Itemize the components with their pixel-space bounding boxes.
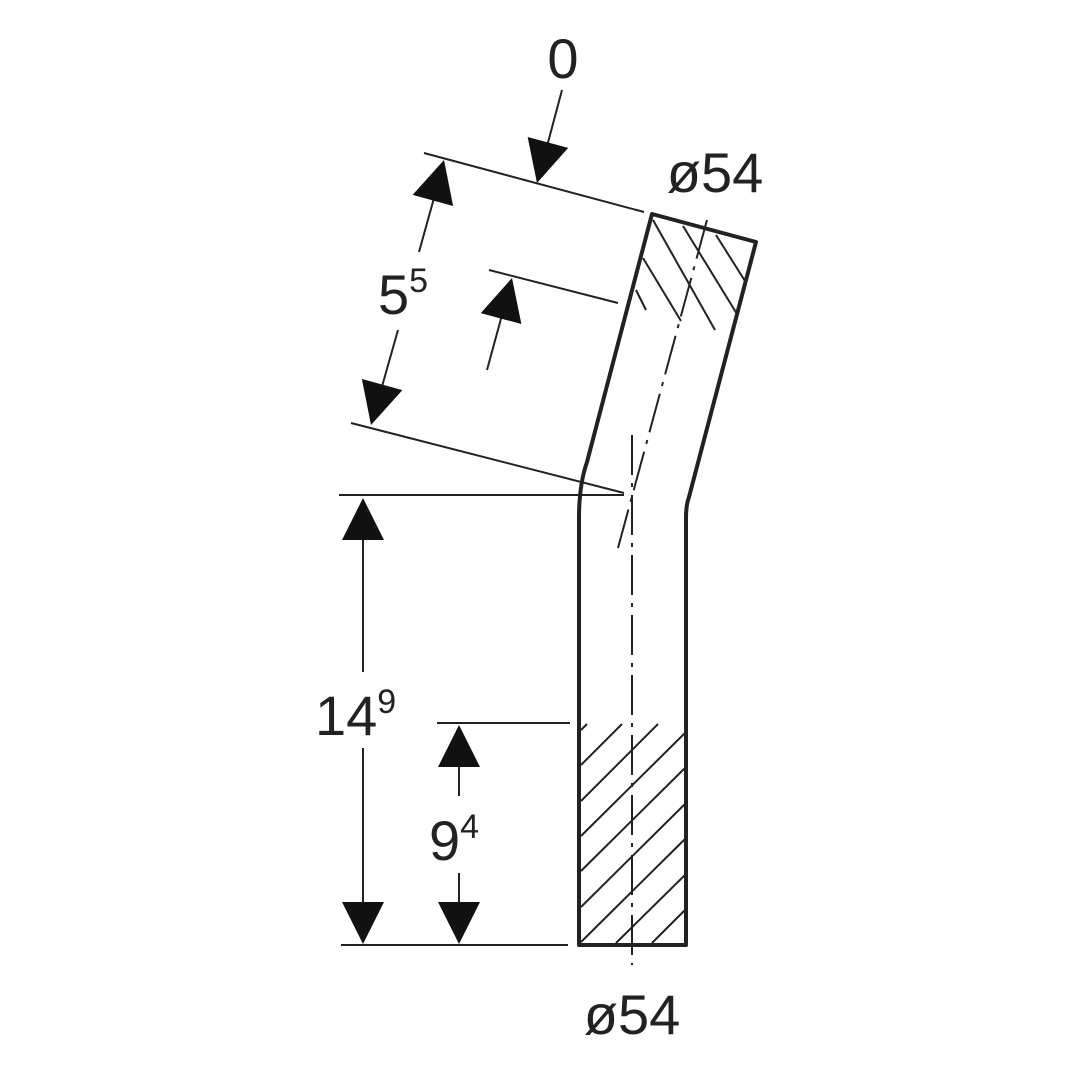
extension-lines bbox=[339, 152, 645, 946]
arrowhead-icon bbox=[361, 378, 403, 425]
diameter-bottom-label: ø54 bbox=[584, 983, 681, 1046]
dimension-5-5: 55 bbox=[378, 262, 428, 326]
dimension-lines bbox=[362, 89, 563, 905]
arrowhead-icon bbox=[480, 278, 522, 325]
arrowhead-icon bbox=[527, 136, 569, 183]
arrowhead-icon bbox=[438, 902, 480, 944]
hatching-bottom bbox=[580, 723, 687, 944]
arrowhead-icon bbox=[342, 902, 384, 944]
angle-label: 0 bbox=[547, 27, 578, 90]
arrowhead-icon bbox=[342, 498, 384, 540]
pipe-outline bbox=[577, 212, 758, 947]
arrowhead-icon bbox=[438, 725, 480, 767]
centerline bbox=[617, 219, 708, 965]
dimension-14-9: 149 bbox=[315, 683, 396, 747]
hatching-top bbox=[635, 219, 746, 331]
arrowheads bbox=[342, 136, 569, 944]
diameter-top-label: ø54 bbox=[667, 141, 764, 204]
arrowhead-icon bbox=[412, 160, 454, 207]
dimension-9-4: 94 bbox=[429, 808, 479, 872]
